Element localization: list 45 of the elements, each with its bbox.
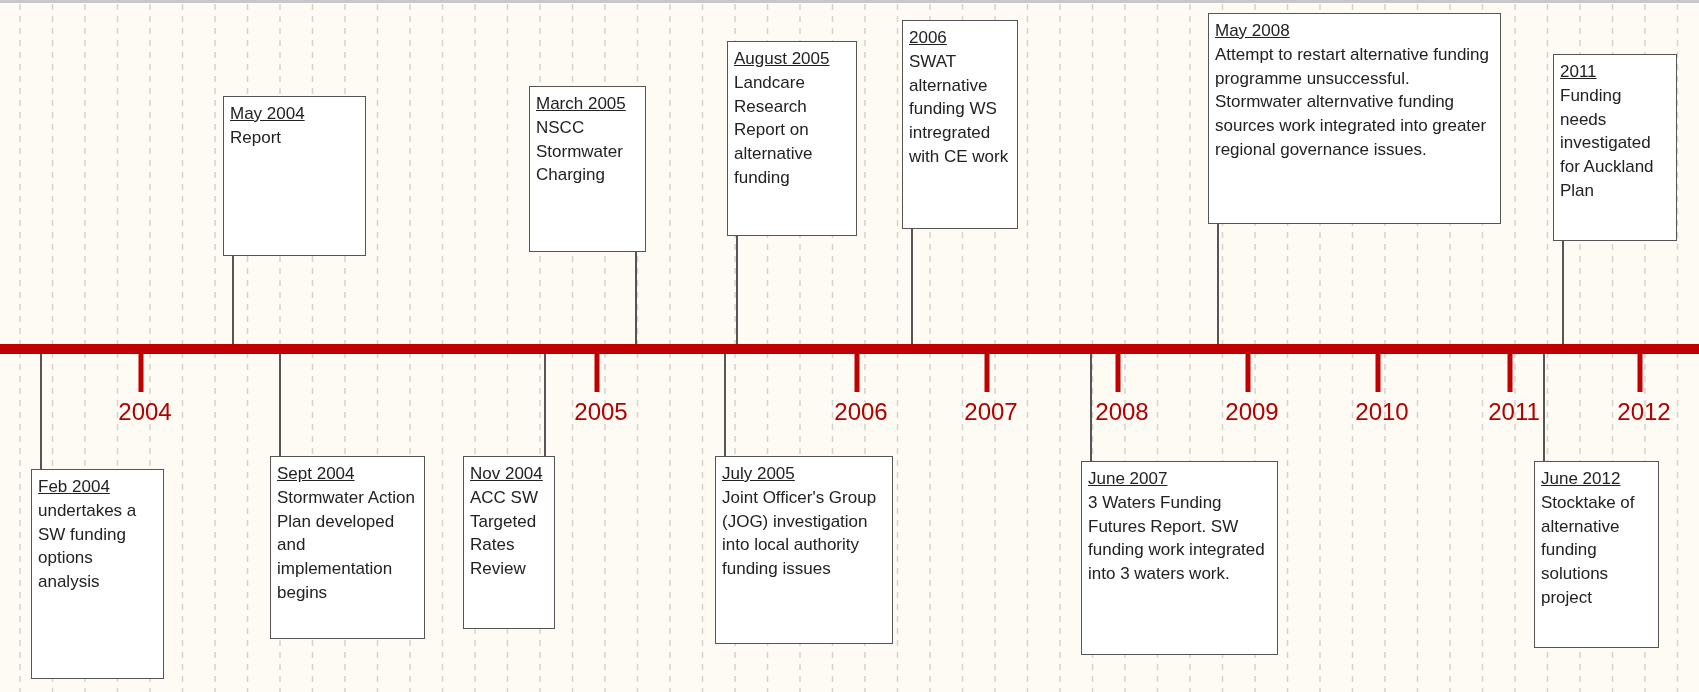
event-box [727, 41, 857, 236]
event-box [715, 456, 893, 644]
event-description: Stocktake of alternative funding solutions project [1541, 491, 1636, 609]
event-description: Stormwater Action Plan developed and implementation begins [277, 486, 416, 604]
event-date: Sept 2004 [277, 463, 356, 485]
event-description: Funding needs investigated for Auckland Plan [1560, 84, 1655, 202]
event-description: Joint Officer's Group (JOG) investigation into local authority funding issues [722, 486, 878, 581]
event-date: July 2005 [722, 463, 796, 485]
event-box [1553, 54, 1677, 241]
event-box [31, 469, 164, 679]
event-date: March 2005 [536, 93, 627, 115]
event-box [1534, 461, 1659, 648]
year-label: 2004 [118, 398, 172, 426]
year-label: 2006 [834, 398, 888, 426]
event-box [529, 86, 646, 252]
event-date: May 2008 [1215, 20, 1291, 42]
event-box [463, 456, 555, 629]
year-label: 2010 [1355, 398, 1409, 426]
event-box [223, 96, 366, 256]
event-date: Nov 2004 [470, 463, 544, 485]
event-box [270, 456, 425, 639]
year-label: 2011 [1488, 398, 1540, 426]
event-date: June 2007 [1088, 468, 1169, 490]
event-description: Attempt to restart alternative funding programme unsuccessful. Stormwater alternvative funding sources work integrated into greater regional governance issues. [1215, 43, 1491, 161]
event-date: Feb 2004 [38, 476, 111, 498]
event-box [1208, 13, 1501, 224]
event-date: August 2005 [734, 48, 831, 70]
event-description: Report [230, 126, 283, 149]
event-box [902, 20, 1018, 229]
event-description: undertakes a SW funding options analysis [38, 499, 138, 594]
year-label: 2009 [1225, 398, 1279, 426]
event-date: 2006 [909, 27, 948, 49]
year-label: 2008 [1095, 398, 1149, 426]
event-description: SWAT alternative funding WS intregrated with CE work [909, 50, 1010, 168]
year-label: 2012 [1617, 398, 1671, 426]
event-description: NSCC Stormwater Charging [536, 116, 624, 187]
year-label: 2005 [574, 398, 628, 426]
event-description: 3 Waters Funding Futures Report. SW funding work integrated into 3 waters work. [1088, 491, 1266, 586]
event-date: May 2004 [230, 103, 306, 125]
event-description: Landcare Research Report on alternative funding [734, 71, 814, 189]
event-box [1081, 461, 1278, 655]
year-label: 2007 [964, 398, 1018, 426]
event-description: ACC SW Targeted Rates Review [470, 486, 539, 581]
event-date: 2011 [1560, 61, 1598, 83]
event-date: June 2012 [1541, 468, 1622, 490]
